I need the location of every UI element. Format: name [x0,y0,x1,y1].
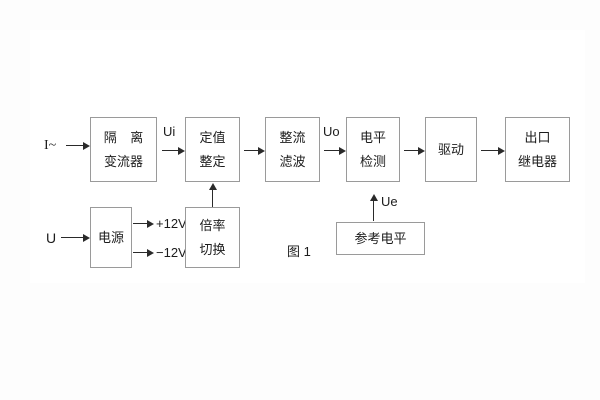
block-multiplier-switch[interactable]: 倍率 切换 [185,207,240,268]
block-multiplier-switch-line1: 倍率 [199,218,226,233]
connector-drive-to-output-relay [481,150,498,151]
block-setting-value[interactable]: 定值 整定 [185,117,240,182]
block-level-detect-line1: 电平 [359,130,386,145]
arrowhead-drive-to-output-relay [498,147,505,155]
block-rectify-filter[interactable]: 整流 滤波 [265,117,320,182]
connector-rectify-to-level-detect [324,150,339,151]
rail-positive-label: +12V [156,216,187,231]
arrowhead-rail-negative [147,249,154,257]
block-isolation-ct-line2: 变流器 [103,154,143,169]
block-rectify-filter-line2: 滤波 [279,154,306,169]
block-power-supply-line1: 电源 [97,230,124,245]
connector-reference-to-level-detect [373,200,374,221]
arrowhead-current-to-isolation-ct [83,142,90,150]
block-output-relay[interactable]: 出口 继电器 [505,117,570,182]
block-drive-line1: 驱动 [437,142,464,157]
arrowhead-voltage-to-power-supply [83,234,90,242]
arrowhead-setting-to-rectify [258,147,265,155]
connector-voltage-to-power-supply [61,237,83,238]
block-multiplier-switch-line2: 切换 [199,242,226,257]
connector-current-to-isolation-ct [66,145,83,146]
block-drive[interactable]: 驱动 [425,117,477,182]
voltage-input-label: U [46,230,57,246]
arrowhead-multiplier-to-setting [209,183,217,190]
block-level-detect[interactable]: 电平 检测 [346,117,400,182]
block-isolation-ct[interactable]: 隔 离 变流器 [90,117,157,182]
arrowhead-isolation-ct-to-setting [178,147,185,155]
block-setting-value-line1: 定值 [199,130,226,145]
current-input-label: I~ [44,138,57,153]
block-rectify-filter-line1: 整流 [279,130,306,145]
connector-multiplier-to-setting [212,189,213,207]
connector-isolation-ct-to-setting [162,150,178,151]
block-reference-level[interactable]: 参考电平 [336,222,425,255]
block-power-supply[interactable]: 电源 [90,207,132,268]
rail-negative-label: −12V [156,245,187,260]
block-reference-level-line1: 参考电平 [354,231,407,246]
arrowhead-reference-to-level-detect [370,194,378,201]
arrowhead-level-detect-to-drive [418,147,425,155]
connector-setting-to-rectify [244,150,258,151]
arrowhead-rail-positive [147,220,154,228]
connector-level-detect-to-drive [404,150,418,151]
arrowhead-rectify-to-level-detect [339,147,346,155]
signal-label-ue: Ue [381,194,398,209]
block-output-relay-line2: 继电器 [517,154,557,169]
signal-label-ui: Ui [163,124,176,139]
figure-caption: 图 1 [287,244,311,259]
block-output-relay-line1: 出口 [524,130,551,145]
connector-rail-positive [133,223,147,224]
block-level-detect-line2: 检测 [359,154,386,169]
signal-label-uo: Uo [323,124,340,139]
connector-rail-negative [133,252,147,253]
block-isolation-ct-line1: 隔 离 [103,130,149,145]
block-setting-value-line2: 整定 [199,154,226,169]
